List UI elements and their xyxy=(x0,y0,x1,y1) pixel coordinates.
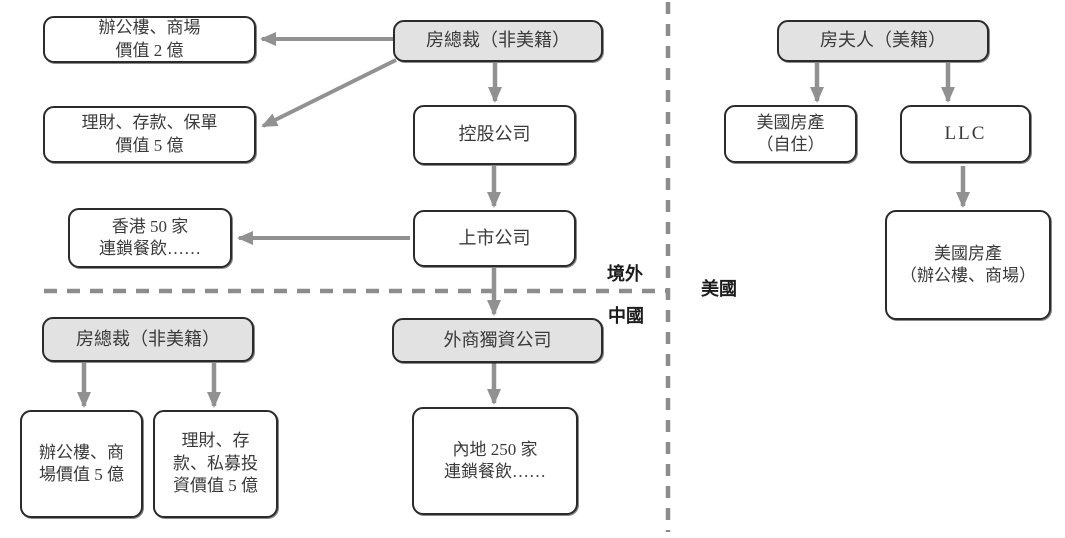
node-us-property-office-mall: 美國房產 （辦公樓、商場） xyxy=(885,210,1051,320)
arrow-president-to-wealth-policy xyxy=(261,58,397,128)
node-llc: LLC xyxy=(900,105,1031,163)
region-label-offshore: 境外 xyxy=(607,264,643,284)
node-wealth-pe-value-5: 理財、存 款、私募投 資價值 5 億 xyxy=(153,410,278,518)
node-president-bottom: 房總裁（非美籍） xyxy=(42,317,254,362)
region-label-usa: 美國 xyxy=(701,279,737,299)
node-mainland-chain-restaurants: 內地 250 家 連鎖餐飲…… xyxy=(412,407,578,515)
node-wife: 房夫人（美籍） xyxy=(777,20,989,62)
node-wfoe: 外商獨資公司 xyxy=(392,318,603,363)
node-listed-company: 上市公司 xyxy=(413,210,576,267)
node-holding-company: 控股公司 xyxy=(413,105,576,165)
node-office-mall-value-2: 辦公樓、商場 價值 2 億 xyxy=(43,16,256,63)
node-wealth-deposit-policy: 理財、存款、保單 價值 5 億 xyxy=(43,106,256,163)
node-president-top: 房總裁（非美籍） xyxy=(393,20,603,62)
node-us-property-self-use: 美國房產 （自住） xyxy=(724,105,857,163)
node-office-mall-value-5: 辦公樓、商 場價值 5 億 xyxy=(20,410,143,518)
region-label-china: 中國 xyxy=(608,306,644,326)
node-hk-chain-restaurants: 香港 50 家 連鎖餐飲…… xyxy=(68,208,232,268)
